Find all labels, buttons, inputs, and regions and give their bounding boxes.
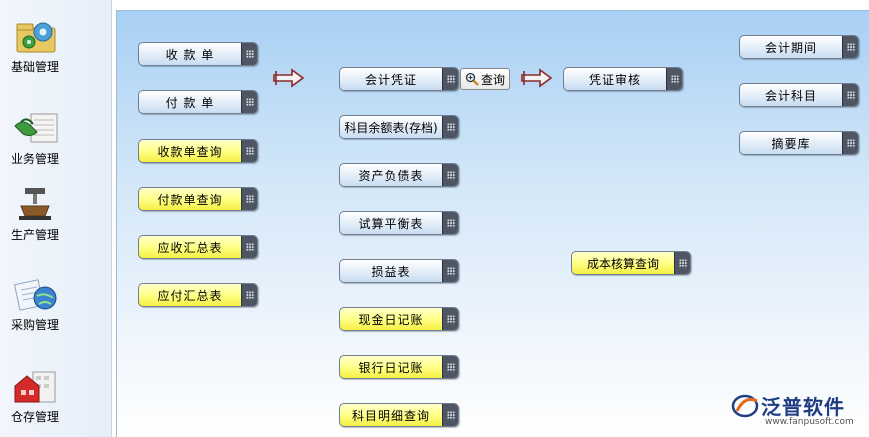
logo-name: 泛普软件 [761, 395, 845, 419]
sidebar-item-business[interactable]: 业务管理 [0, 108, 70, 167]
sidebar-item-label: 基础管理 [10, 60, 59, 74]
receipt-button[interactable]: 收 款 单 [138, 42, 258, 66]
sidebar: 基础管理 业务管理 生产管理 采购管理 [0, 0, 112, 437]
payment-query-button[interactable]: 付款单查询 [138, 187, 258, 211]
grid-icon [842, 36, 858, 58]
arrow-right-icon [521, 68, 553, 88]
cash-journal-button[interactable]: 现金日记账 [339, 307, 459, 331]
node-label: 科目余额表(存档) [344, 120, 438, 135]
summary-library-button[interactable]: 摘要库 [739, 131, 859, 155]
grid-icon [241, 43, 257, 65]
logo-mark-icon [731, 394, 759, 418]
grid-icon [241, 91, 257, 113]
grid-icon [442, 404, 458, 426]
node-label: 凭证审核 [588, 72, 641, 87]
grid-icon [666, 68, 682, 90]
node-label: 会计凭证 [364, 72, 417, 87]
grid-icon [442, 164, 458, 186]
grid-icon [842, 84, 858, 106]
globe-document-icon [13, 279, 57, 311]
grid-icon [442, 68, 458, 90]
press-machine-icon [19, 188, 51, 220]
node-label: 应收汇总表 [157, 240, 223, 255]
node-label: 试算平衡表 [358, 216, 424, 231]
brand-logo: 泛普软件 www.fanpusoft.com [731, 391, 861, 429]
account-balance-archive-button[interactable]: 科目余额表(存档) [339, 115, 459, 139]
magnifier-icon [465, 72, 479, 86]
payment-button[interactable]: 付 款 单 [138, 90, 258, 114]
balance-sheet-button[interactable]: 资产负债表 [339, 163, 459, 187]
node-label: 应付汇总表 [157, 288, 223, 303]
node-label: 会计科目 [764, 88, 817, 103]
handshake-icon [14, 113, 58, 143]
grid-icon [241, 188, 257, 210]
node-label: 现金日记账 [358, 312, 424, 327]
node-label: 成本核算查询 [586, 256, 659, 271]
arrow-right-icon [273, 68, 305, 88]
node-label: 收 款 单 [165, 47, 215, 62]
grid-icon [442, 260, 458, 282]
gear-folder-icon [16, 22, 56, 53]
node-label: 会计期间 [764, 40, 817, 55]
payable-summary-button[interactable]: 应付汇总表 [138, 283, 258, 307]
accounting-subject-button[interactable]: 会计科目 [739, 83, 859, 107]
logo-url: www.fanpusoft.com [765, 417, 854, 427]
grid-icon [442, 356, 458, 378]
accounting-period-button[interactable]: 会计期间 [739, 35, 859, 59]
node-label: 收款单查询 [157, 144, 223, 159]
grid-icon [442, 116, 458, 138]
sidebar-item-basic[interactable]: 基础管理 [0, 16, 70, 75]
grid-icon [674, 252, 690, 274]
node-label: 科目明细查询 [351, 408, 430, 423]
grid-icon [241, 236, 257, 258]
node-label: 付 款 单 [165, 95, 215, 110]
grid-icon [241, 140, 257, 162]
node-label: 付款单查询 [157, 192, 223, 207]
receivable-summary-button[interactable]: 应收汇总表 [138, 235, 258, 259]
sidebar-item-warehouse[interactable]: 仓存管理 [0, 366, 70, 425]
sidebar-item-label: 业务管理 [10, 152, 59, 166]
grid-icon [842, 132, 858, 154]
node-label: 损益表 [371, 264, 411, 279]
query-button[interactable]: 查询 [460, 68, 511, 90]
sidebar-item-purchase[interactable]: 采购管理 [0, 274, 70, 333]
cost-accounting-query-button[interactable]: 成本核算查询 [571, 251, 691, 275]
node-label: 资产负债表 [358, 168, 424, 183]
trial-balance-button[interactable]: 试算平衡表 [339, 211, 459, 235]
sidebar-item-label: 生产管理 [10, 228, 59, 242]
node-label: 摘要库 [771, 136, 811, 151]
sidebar-item-production[interactable]: 生产管理 [0, 184, 70, 243]
warehouse-icon [14, 371, 56, 403]
income-statement-button[interactable]: 损益表 [339, 259, 459, 283]
sidebar-item-label: 仓存管理 [10, 410, 59, 424]
node-label: 银行日记账 [358, 360, 424, 375]
query-button-label: 查询 [481, 72, 506, 87]
bank-journal-button[interactable]: 银行日记账 [339, 355, 459, 379]
accounting-voucher-button[interactable]: 会计凭证 [339, 67, 459, 91]
grid-icon [442, 212, 458, 234]
grid-icon [442, 308, 458, 330]
receipt-query-button[interactable]: 收款单查询 [138, 139, 258, 163]
account-detail-query-button[interactable]: 科目明细查询 [339, 403, 459, 427]
sidebar-item-label: 采购管理 [10, 318, 59, 332]
grid-icon [241, 284, 257, 306]
voucher-audit-button[interactable]: 凭证审核 [563, 67, 683, 91]
